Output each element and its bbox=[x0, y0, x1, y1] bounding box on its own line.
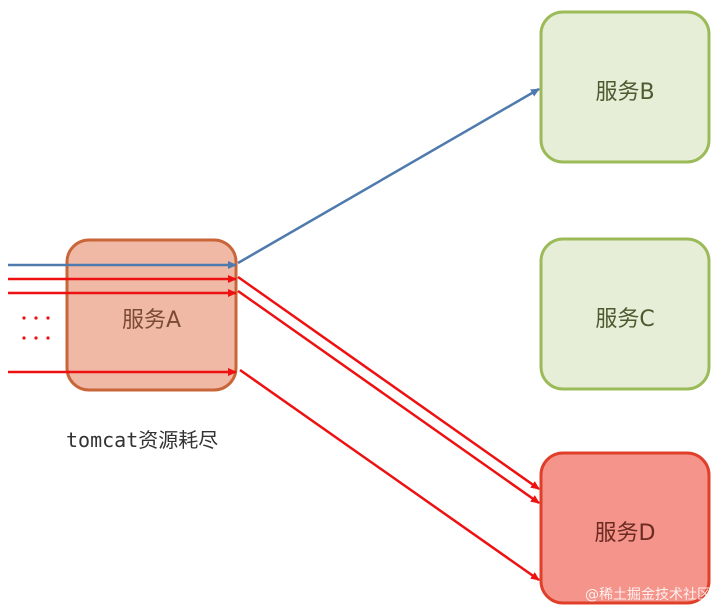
caption-tomcat: tomcat bbox=[66, 428, 139, 452]
call-a-to-d-1 bbox=[237, 275, 540, 491]
service-d-label: 服务D bbox=[594, 521, 656, 546]
more-requests-ellipsis bbox=[22, 316, 50, 340]
service-c-label: 服务C bbox=[595, 307, 655, 332]
resource-exhausted-caption: tomcat资源耗尽 bbox=[66, 424, 218, 453]
call-a-to-b bbox=[237, 87, 540, 265]
service-a-label: 服务A bbox=[121, 308, 182, 333]
caption-exhausted: 资源耗尽 bbox=[138, 428, 219, 452]
call-a-to-d-3 bbox=[239, 368, 540, 582]
service-c-box bbox=[539, 237, 711, 391]
service-b-box bbox=[539, 10, 711, 164]
service-d-box bbox=[539, 451, 711, 605]
service-a-box bbox=[65, 238, 238, 392]
watermark: @稀土掘金技术社区 bbox=[585, 587, 711, 603]
call-a-to-d-2 bbox=[237, 289, 540, 505]
service-b-label: 服务B bbox=[595, 80, 655, 105]
